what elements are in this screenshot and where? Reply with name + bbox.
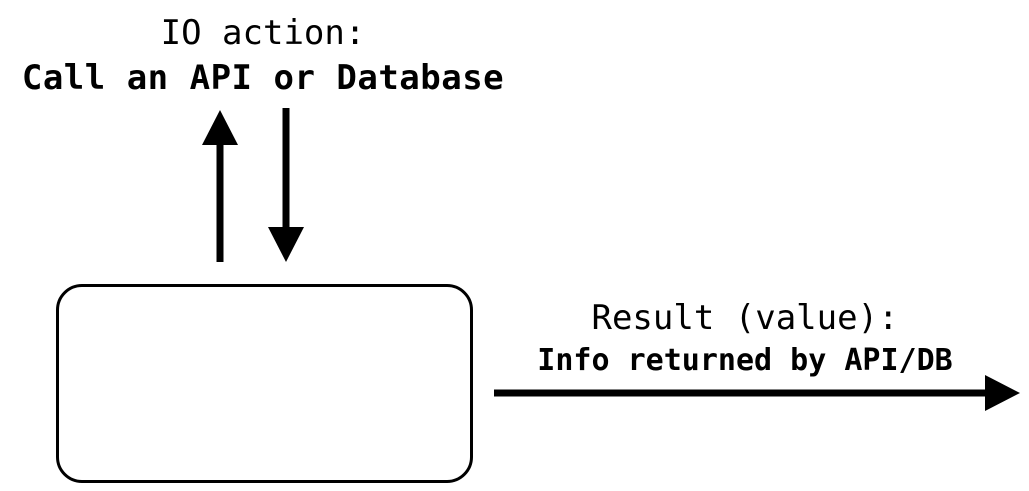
result-title: Result (value):	[591, 298, 899, 338]
io-action-title: IO action:	[160, 13, 366, 53]
arrow-down-from-io	[268, 108, 304, 262]
io-action-subtitle: Call an API or Database	[21, 58, 505, 98]
arrow-right-result	[494, 375, 1020, 411]
result-subtitle: Info returned by API/DB	[537, 343, 953, 378]
arrow-up-to-io	[202, 110, 238, 262]
function-box	[56, 284, 473, 483]
